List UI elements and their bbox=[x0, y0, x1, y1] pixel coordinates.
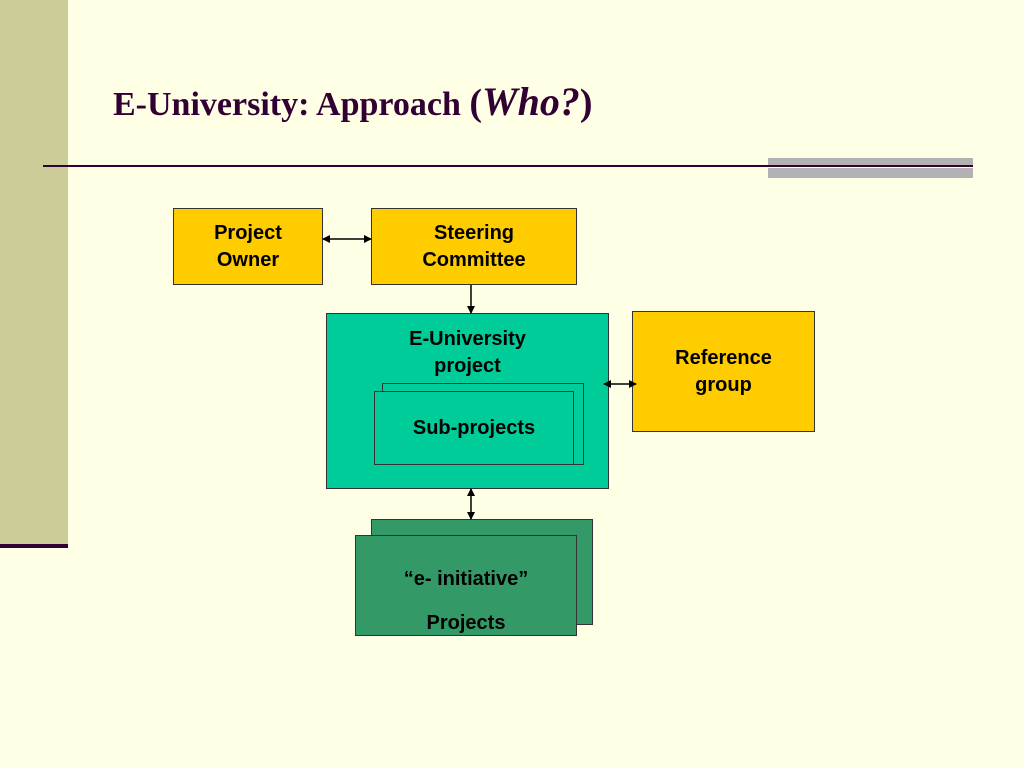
title-who: Who? bbox=[482, 79, 580, 124]
e-university-project-line-1: E-University bbox=[409, 328, 526, 350]
initiative-projects-line-1: “e- initiative” bbox=[403, 568, 529, 590]
initiative-projects-line-2: Projects bbox=[426, 612, 506, 634]
title-rule-accent-bottom bbox=[768, 168, 973, 178]
side-bar-underline bbox=[0, 544, 68, 548]
title-paren-open: ( bbox=[469, 82, 483, 124]
e-university-project-line-2: project bbox=[434, 355, 501, 377]
reference-group-line-2: group bbox=[695, 373, 752, 396]
initiative-projects-box: “e- initiative” Projects bbox=[355, 535, 577, 636]
sub-projects-box: Sub-projects bbox=[374, 391, 574, 465]
title-rule bbox=[43, 165, 973, 167]
reference-group-box: Reference group bbox=[632, 311, 815, 432]
sub-projects-label: Sub-projects bbox=[412, 416, 536, 439]
project-owner-box: Project Owner bbox=[173, 208, 323, 285]
slide-title: E-University: Approach (Who?) bbox=[113, 78, 593, 125]
title-rule-accent-top bbox=[768, 158, 973, 165]
project-owner-line-2: Owner bbox=[216, 248, 280, 271]
slide-title-main: E-University: Approach bbox=[113, 86, 470, 123]
steering-committee-line-1: Steering bbox=[433, 221, 515, 244]
steering-committee-box: Steering Committee bbox=[371, 208, 577, 285]
left-side-bar bbox=[0, 0, 68, 544]
project-owner-line-1: Project bbox=[214, 221, 282, 244]
title-paren-close: ) bbox=[579, 82, 593, 124]
reference-group-line-1: Reference bbox=[675, 346, 772, 369]
steering-committee-line-2: Committee bbox=[422, 248, 526, 271]
